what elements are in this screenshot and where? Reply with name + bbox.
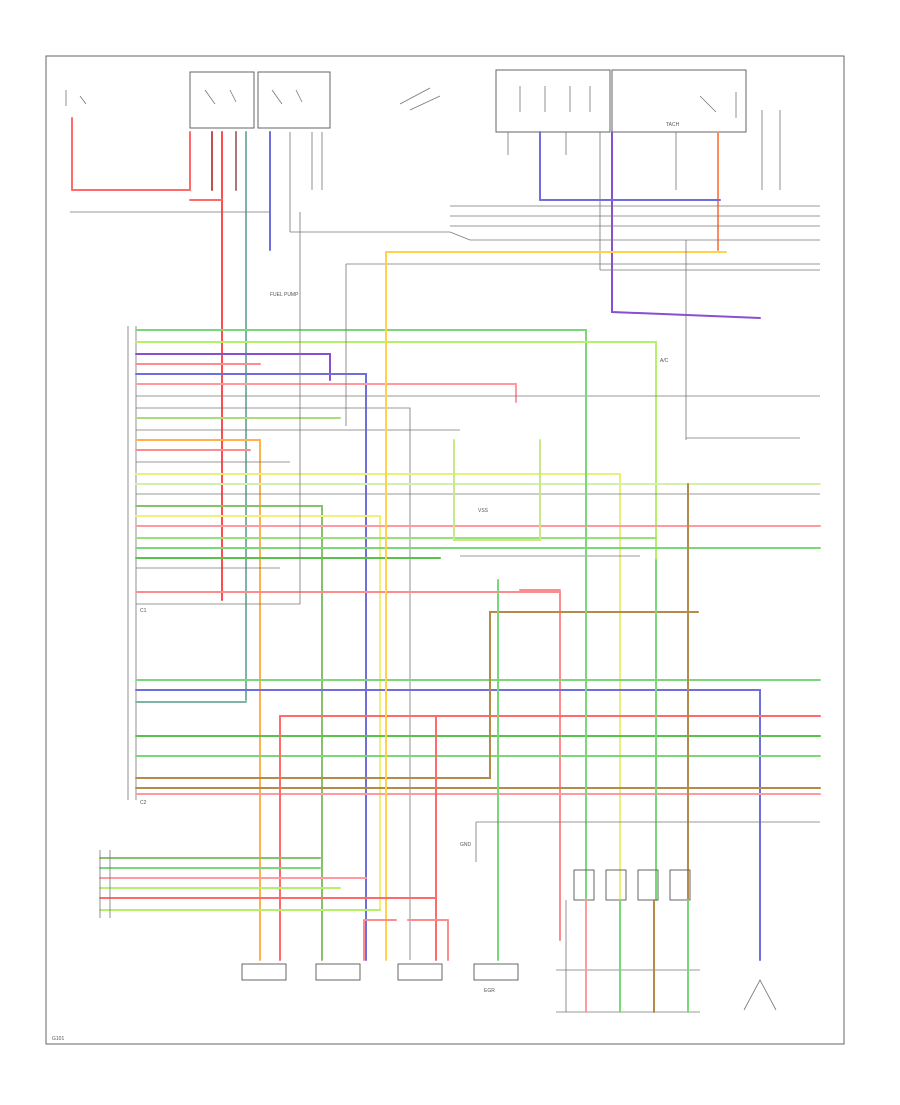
vss-label: VSS [478,508,489,514]
sensor-box-4 [473,963,519,981]
note-bottom-label: G101 [52,1036,64,1042]
relay-box-1 [189,71,255,129]
bottom-components [241,869,777,1013]
diagram-frame [45,55,845,1045]
connector-b-label: C2 [140,800,147,806]
top-components [65,69,747,133]
egr-label: EGR [484,988,495,994]
module-box-top [495,69,611,133]
ground-label: GND [460,842,472,848]
ecm-connector [127,326,137,800]
sensor-box-2 [315,963,361,981]
tach-label: TACH [666,122,680,128]
connector-a-label: C1 [140,608,147,614]
switch-box-top [611,69,747,133]
sensor-box-3 [397,963,443,981]
sensor-box-1 [241,963,287,981]
risers [279,240,820,961]
fuel-pump-label: FUEL PUMP [270,292,299,298]
relay-box-2 [257,71,331,129]
lower-left-wires [99,850,437,918]
diagram-labels: C1 C2 G101 TACH FUEL PUMP A/C VSS EGR GN… [52,122,680,1042]
main-harness [135,212,821,961]
top-buses [70,189,820,271]
ac-label: A/C [660,358,669,364]
